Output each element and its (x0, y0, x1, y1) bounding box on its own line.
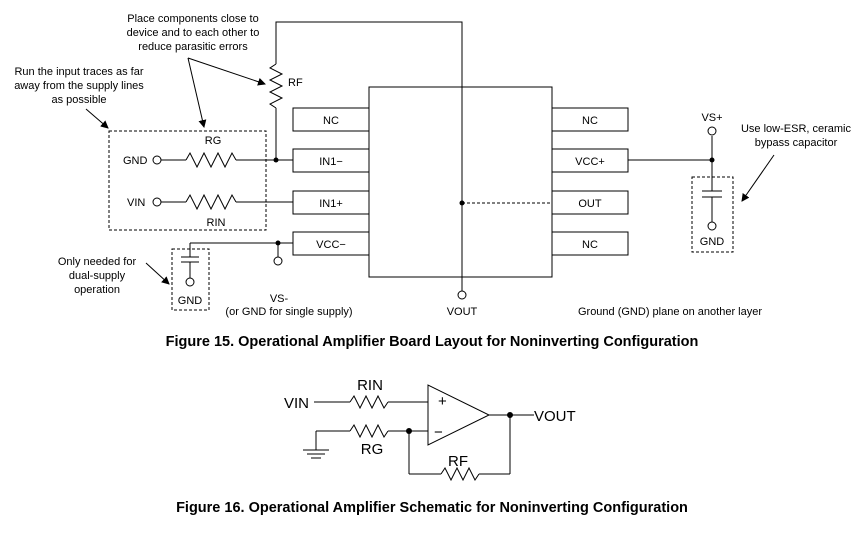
rf-trace: RF (268, 21, 463, 203)
schematic-figure: + − VIN RIN RG VOUT RF Figure 16. Operat… (176, 377, 688, 516)
vs-minus-note: (or GND for single supply) (225, 306, 352, 318)
pin-nc-right-1 (551, 107, 629, 132)
gnd-left-terminal (152, 155, 162, 165)
vin-label: VIN (127, 197, 145, 209)
schematic-rin-label: RIN (357, 377, 383, 394)
pin-label: IN1+ (319, 198, 343, 210)
svg-text:as possible: as possible (51, 94, 106, 106)
pin-label: VCC+ (575, 156, 605, 168)
rin-network: VIN RIN (127, 193, 293, 229)
bypass-box (691, 176, 734, 253)
rf-resistor (268, 63, 284, 109)
dual-supply-box (171, 248, 210, 311)
gnd-left-label: GND (123, 155, 148, 167)
note-ground-plane: Ground (GND) plane on another layer (578, 306, 762, 318)
svg-text:away from the supply lines: away from the supply lines (14, 80, 144, 92)
rin-resistor (185, 193, 237, 211)
vin-terminal (152, 197, 162, 207)
ic-body (368, 86, 553, 278)
arrow-to-rf (187, 57, 266, 86)
svg-text:Use low-ESR, ceramic: Use low-ESR, ceramic (741, 123, 852, 135)
pin-label: NC (323, 115, 339, 127)
pin-label: IN1− (319, 156, 343, 168)
svg-text:bypass capacitor: bypass capacitor (755, 137, 838, 149)
vs-minus-label: VS- (270, 293, 289, 305)
pin-label: OUT (578, 198, 602, 210)
vcc-minus-network: VS- (or GND for single supply) GND (171, 240, 353, 318)
pin-label: NC (582, 115, 598, 127)
vs-plus-terminal (707, 126, 717, 136)
opamp-triangle (427, 384, 491, 446)
note-low-esr: Use low-ESR, ceramic bypass capacitor (741, 123, 852, 202)
board-layout-figure: NC IN1− IN1+ VCC− NC VCC+ OUT NC RF (14, 13, 851, 350)
note-input-traces: Run the input traces as far away from th… (14, 66, 144, 129)
schematic-vin-label: VIN (284, 395, 309, 412)
rg-label: RG (205, 135, 222, 147)
svg-text:device and to each other to: device and to each other to (127, 27, 260, 39)
pin-label: VCC− (316, 239, 346, 251)
vs-plus-label: VS+ (701, 112, 722, 124)
vs-minus-terminal (273, 256, 283, 266)
vout-terminal (457, 290, 467, 300)
svg-text:Run the input traces as far: Run the input traces as far (14, 66, 143, 78)
pin-label: NC (582, 239, 598, 251)
vcc-plus-network: VS+ GND (628, 112, 734, 253)
pin-out (551, 190, 629, 215)
svg-text:Place components close to: Place components close to (127, 13, 258, 25)
gnd-right-terminal (707, 221, 717, 231)
rin-label: RIN (207, 217, 226, 229)
svg-text:operation: operation (74, 284, 120, 296)
arrow-to-input-box (85, 108, 109, 129)
svg-text:dual-supply: dual-supply (69, 270, 126, 282)
figure-16-caption: Figure 16. Operational Amplifier Schemat… (176, 500, 688, 516)
schematic-rin-resistor (349, 394, 389, 410)
ic-pins-right: NC VCC+ OUT NC (551, 107, 629, 256)
note-dual-supply: Only needed for dual-supply operation (58, 256, 170, 296)
gnd-bottom-label: GND (178, 295, 203, 307)
svg-text:Only needed for: Only needed for (58, 256, 137, 268)
arrow-to-rg (187, 57, 207, 128)
opamp-plus: + (438, 393, 447, 410)
arrow-to-dual-box (145, 262, 170, 285)
ic-pins-left: NC IN1− IN1+ VCC− (292, 107, 370, 256)
opamp-minus: − (434, 424, 443, 441)
schematic-rf-resistor (440, 466, 480, 482)
pin-nc-right-2 (551, 231, 629, 256)
rg-resistor (185, 151, 237, 169)
input-region-box (108, 130, 267, 231)
gnd-bottom-terminal (185, 277, 195, 287)
vout-label: VOUT (447, 306, 478, 318)
pin-nc-left-1 (292, 107, 370, 132)
rf-label: RF (288, 77, 303, 89)
figure-15-caption: Figure 15. Operational Amplifier Board L… (166, 334, 699, 350)
schematic-rg-resistor (349, 423, 389, 439)
arrow-to-bypass (741, 154, 775, 202)
schematic-rg-label: RG (361, 441, 384, 458)
gnd-right-label: GND (700, 236, 725, 248)
schematic-rf-label: RF (448, 453, 468, 470)
schematic-vout-label: VOUT (534, 408, 576, 425)
svg-text:reduce parasitic errors: reduce parasitic errors (138, 41, 248, 53)
rg-network: GND RG (123, 135, 293, 169)
note-place-close: Place components close to device and to … (127, 13, 266, 128)
